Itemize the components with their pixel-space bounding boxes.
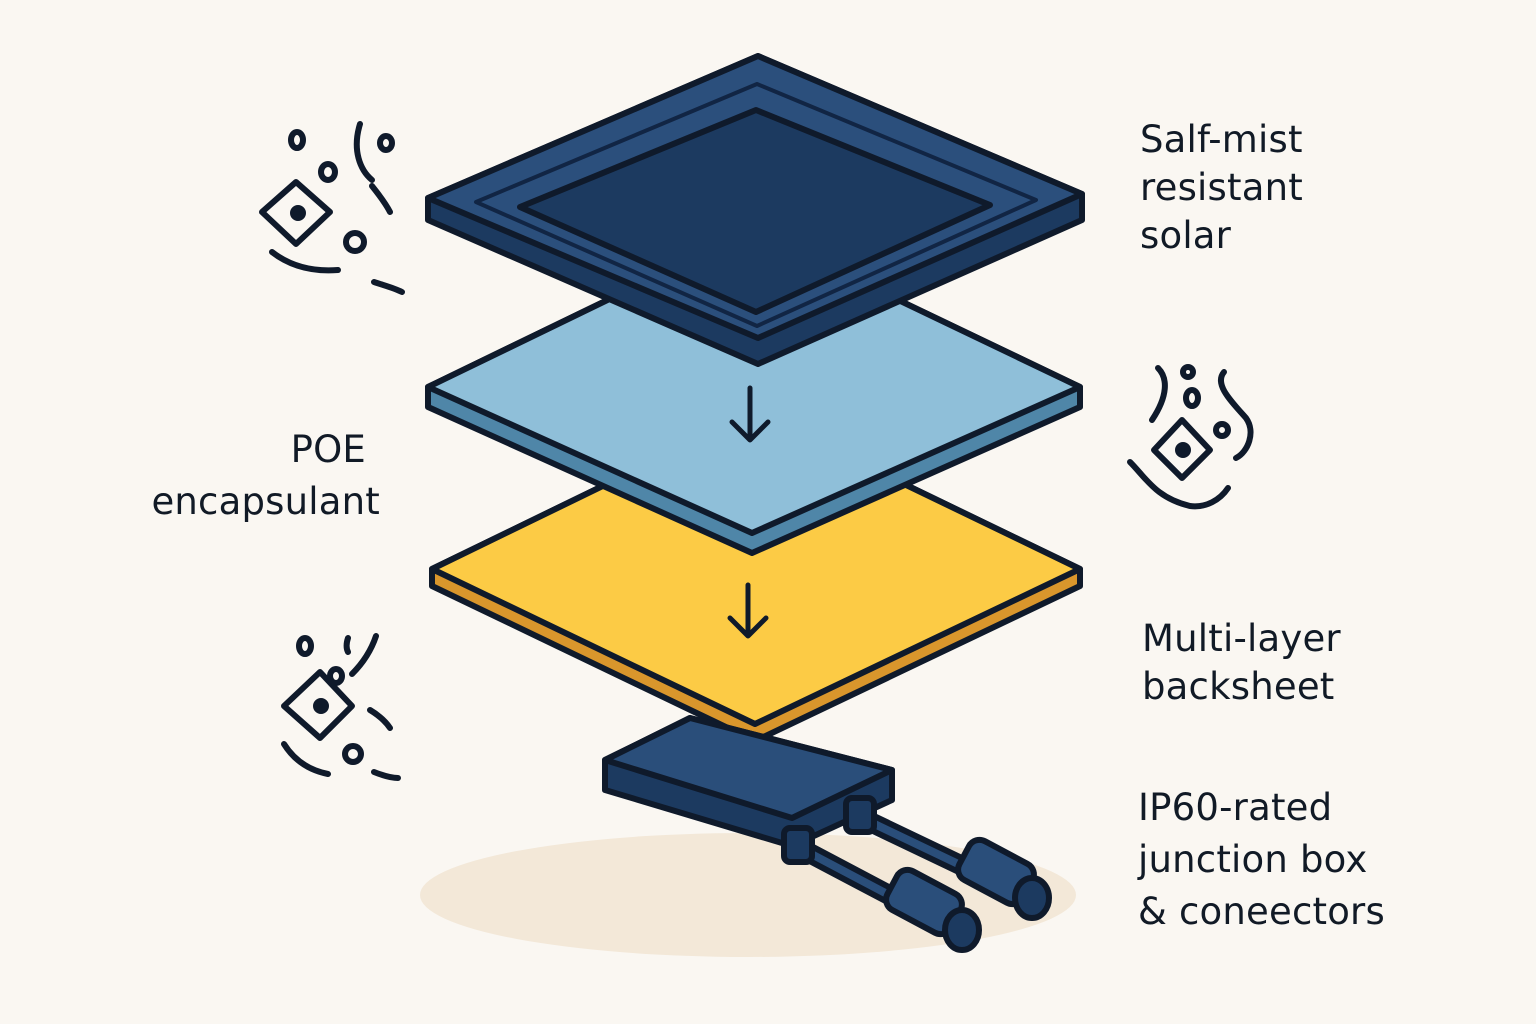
junction-box-icon (602, 715, 1052, 953)
label-backsheet-line: Multi-layer (1142, 617, 1341, 660)
ground-shadow (420, 833, 1076, 957)
salt-mist-particles-icon (281, 633, 401, 781)
label-backsheet-line: backsheet (1142, 665, 1335, 708)
label-backsheet: Multi-layer backsheet (1142, 615, 1341, 711)
label-solar: Salf-mist resistant solar (1140, 116, 1303, 260)
label-junction-line: junction box (1138, 838, 1368, 881)
label-junction-line: IP60-rated (1138, 786, 1333, 829)
label-solar-line: Salf-mist (1140, 118, 1303, 161)
encapsulant-layer-icon (425, 227, 1083, 556)
label-encapsulant-line: encapsulant (151, 480, 380, 523)
label-junction-line: & coneectors (1138, 890, 1385, 933)
label-encapsulant: POE encapsulant (130, 424, 380, 528)
label-solar-line: resistant (1140, 166, 1303, 209)
label-solar-line: solar (1140, 214, 1232, 257)
arrow-down-icon (729, 385, 771, 443)
salt-mist-particles-icon (1127, 364, 1254, 510)
label-encapsulant-line: POE (290, 428, 366, 471)
solar-frame-icon (425, 53, 1085, 367)
arrow-down-icon (727, 582, 769, 639)
salt-mist-particles-icon (259, 121, 405, 295)
label-junction: IP60-rated junction box & coneectors (1138, 782, 1385, 938)
